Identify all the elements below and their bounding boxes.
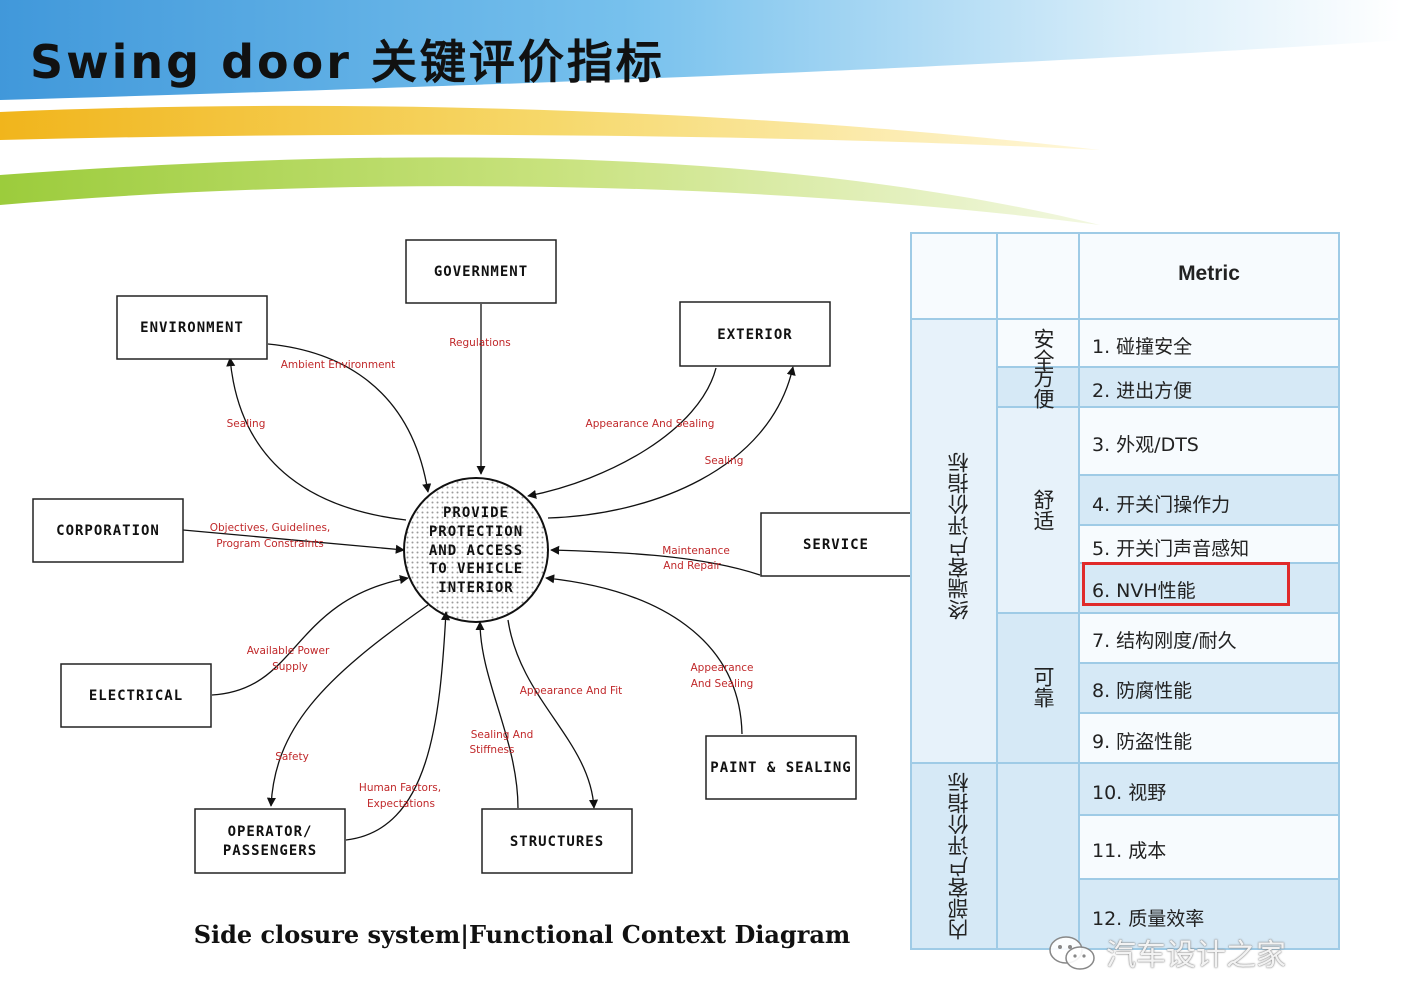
metric-row: 7. 结构刚度/耐久: [1080, 614, 1338, 664]
category-label-comfort: 舒适: [1031, 489, 1055, 531]
flow-label: Safety: [275, 751, 309, 763]
flow-label: Available Power: [247, 645, 330, 657]
center-process-line: PROVIDE: [443, 505, 509, 521]
center-process-line: AND ACCESS: [429, 543, 523, 559]
header-banner: [0, 0, 1403, 225]
flow-label: Sealing: [227, 418, 266, 430]
watermark-text: 汽车设计之家: [1106, 938, 1286, 973]
metric-row: 8. 防腐性能: [1080, 664, 1338, 714]
metric-label: 2. 进出方便: [1092, 380, 1193, 402]
flow-arrow-sealing-ext: [547, 366, 796, 519]
metric-row: 3. 外观/DTS: [1080, 408, 1338, 476]
metric-label: 9. 防盗性能: [1092, 731, 1193, 753]
box-label-operator: OPERATOR/: [228, 824, 313, 840]
flow-label: Program Constraints: [216, 538, 324, 550]
box-label-paint-sealing: PAINT & SEALING: [710, 760, 851, 776]
box-label-operator: PASSENGERS: [223, 843, 317, 859]
wechat-icon: [1049, 936, 1095, 970]
group-label-internal: 内部客户评价指标: [947, 772, 971, 940]
flow-arrow-objectives: [182, 529, 405, 554]
metric-row: 4. 开关门操作力: [1080, 476, 1338, 526]
flow-label: Appearance And Fit: [520, 685, 623, 697]
page-title: Swing door 关键评价指标: [30, 35, 665, 89]
box-structures: [481, 808, 633, 874]
metric-row: 12. 质量效率: [1080, 880, 1338, 948]
flow-label: And Repair: [663, 560, 721, 572]
flow-arrow-ambient: [267, 343, 432, 493]
flow-label: Objectives, Guidelines,: [210, 522, 331, 534]
box-exterior: [679, 301, 831, 367]
box-label-corporation: CORPORATION: [56, 523, 160, 539]
flow-arrow-power: [211, 575, 409, 696]
metric-row: 2. 进出方便: [1080, 368, 1338, 408]
box-environment: [116, 295, 268, 360]
functional-context-diagram: PROVIDE PROTECTION AND ACCESS TO VEHICLE…: [32, 239, 910, 949]
box-label-exterior: EXTERIOR: [717, 327, 792, 343]
category-label-reliability: 可靠: [1031, 666, 1055, 708]
metric-label: 4. 开关门操作力: [1092, 494, 1231, 516]
flow-label: Stiffness: [470, 744, 515, 756]
metric-row: 10. 视野: [1080, 764, 1338, 816]
metric-label: 1. 碰撞安全: [1092, 336, 1193, 358]
metric-row: 9. 防盗性能: [1080, 714, 1338, 764]
category-label-safety: 安全: [1031, 328, 1055, 370]
metric-label: 3. 外观/DTS: [1092, 434, 1199, 456]
metric-label: 6. NVH性能: [1092, 580, 1196, 602]
flow-arrow-sealing-env: [226, 357, 407, 521]
metric-label: 10. 视野: [1092, 782, 1167, 804]
banner-blue-band: [0, 0, 1403, 100]
flow-label: Supply: [272, 661, 308, 673]
box-service: [760, 512, 910, 577]
box-operator: [194, 808, 346, 874]
box-paint-sealing: [705, 735, 857, 800]
flow-arrow-appearance-paint: [545, 574, 743, 735]
box-label-structures: STRUCTURES: [510, 834, 604, 850]
banner-yellow-band: [0, 105, 1100, 150]
metric-row: 11. 成本: [1080, 816, 1338, 880]
metric-table: Metric 1. 碰撞安全 2. 进出方便 3. 外观/DTS 4. 开关门操…: [910, 232, 1340, 950]
flow-label: And Sealing: [691, 678, 754, 690]
diagram-caption: Side closure system|Functional Context D…: [194, 920, 851, 949]
flow-arrow-safety: [266, 604, 429, 807]
flow-arrow-appearance-ext: [527, 367, 717, 499]
flow-arrow-appearance-fit: [507, 619, 599, 809]
flow-arrow-human: [345, 611, 451, 841]
flow-arrow-maintenance: [550, 545, 761, 576]
flow-label: Sealing And: [471, 729, 534, 741]
table-header-metric: Metric: [1178, 262, 1240, 285]
box-electrical: [60, 663, 212, 728]
metric-label: 12. 质量效率: [1092, 908, 1205, 930]
box-government: [405, 239, 557, 304]
flow-label: Expectations: [367, 798, 435, 810]
banner-green-band: [0, 157, 1100, 225]
box-label-electrical: ELECTRICAL: [89, 688, 183, 704]
category-label-convenience: 方便: [1031, 367, 1055, 409]
box-label-environment: ENVIRONMENT: [140, 320, 244, 336]
box-label-service: SERVICE: [803, 537, 869, 553]
flow-label: Regulations: [449, 337, 511, 349]
box-corporation: [32, 498, 184, 563]
nvh-highlight-box: [1082, 562, 1290, 606]
center-process-line: TO VEHICLE: [429, 561, 523, 577]
flow-label: Human Factors,: [359, 782, 441, 794]
metric-label: 8. 防腐性能: [1092, 680, 1193, 702]
metric-label: 5. 开关门声音感知: [1092, 538, 1250, 560]
center-process-line: INTERIOR: [438, 580, 513, 596]
center-process-line: PROTECTION: [429, 524, 523, 540]
metric-label: 7. 结构刚度/耐久: [1092, 630, 1237, 652]
flow-label: Maintenance: [662, 545, 730, 557]
metric-row: 1. 碰撞安全: [1080, 320, 1338, 368]
group-label-end-customer: 终端客户评价指标: [947, 452, 971, 620]
box-label-government: GOVERNMENT: [434, 264, 528, 280]
flow-label: Appearance And Sealing: [586, 418, 715, 430]
flow-label: Sealing: [705, 455, 744, 467]
metric-label: 11. 成本: [1092, 840, 1167, 862]
flow-arrow-sealing-stiff: [475, 621, 519, 809]
flow-label: Appearance: [690, 662, 753, 674]
flow-label: Ambient Environment: [281, 359, 396, 371]
metric-row: 5. 开关门声音感知: [1080, 526, 1338, 564]
